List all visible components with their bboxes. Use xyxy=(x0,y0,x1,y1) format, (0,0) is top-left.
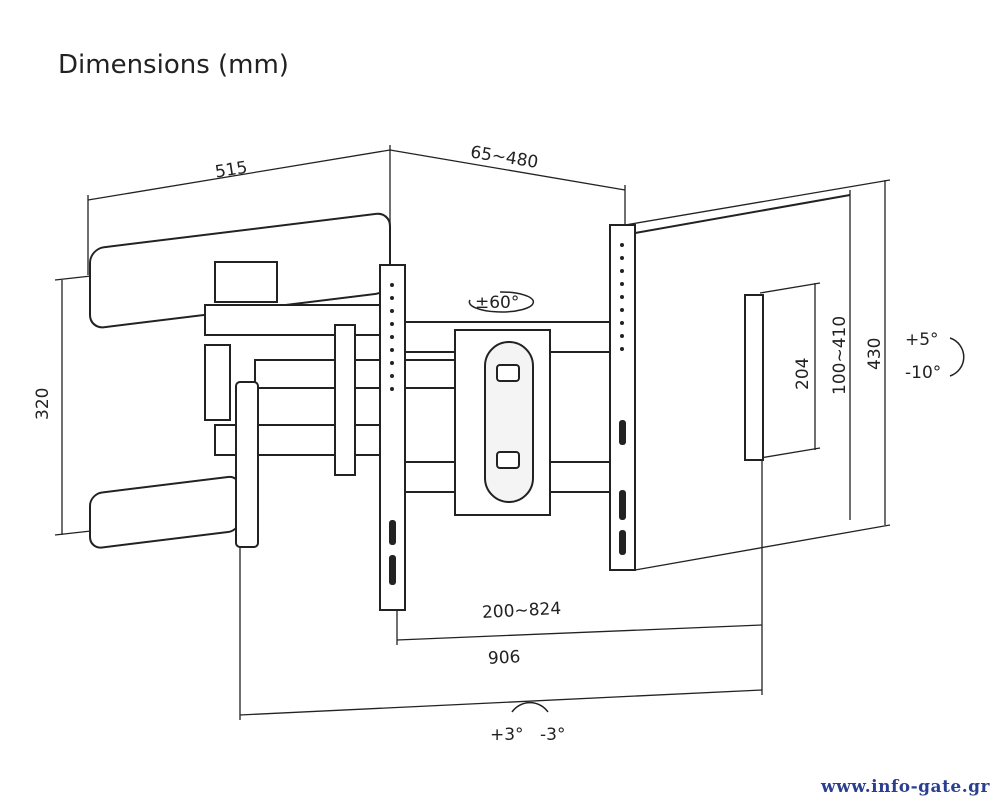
label-200-824: 200~824 xyxy=(482,599,562,623)
swivel-arrow-icon xyxy=(468,291,535,313)
label-320: 320 xyxy=(33,388,53,420)
arm-mount-block xyxy=(214,261,278,303)
label-level-plus: +3° xyxy=(490,725,524,745)
front-bar xyxy=(235,381,259,548)
label-515: 515 xyxy=(214,158,249,183)
tv-side-plate xyxy=(744,294,764,461)
label-204: 204 xyxy=(793,358,813,390)
label-906: 906 xyxy=(487,647,520,669)
label-level-minus: -3° xyxy=(540,725,565,745)
dim-line-515 xyxy=(87,149,391,201)
dim-line-906 xyxy=(239,689,763,716)
label-tilt-down: -10° xyxy=(905,363,941,383)
label-swivel: ±60° xyxy=(475,293,519,313)
dim-line-65-480 xyxy=(389,149,626,191)
level-arrow-icon xyxy=(511,701,549,713)
label-430: 430 xyxy=(865,338,885,370)
label-65-480: 65~480 xyxy=(469,142,540,172)
arm-upper xyxy=(204,304,381,336)
dim-line-200-824 xyxy=(396,624,763,641)
watermark-text: www.info-gate.gr xyxy=(821,777,990,797)
label-100-410: 100~410 xyxy=(830,316,850,395)
tilt-arrow-icon xyxy=(949,337,965,377)
arm-middle xyxy=(254,359,476,389)
wall-rail-bottom xyxy=(89,475,241,549)
label-tilt-up: +5° xyxy=(905,330,939,350)
diagram-title: Dimensions (mm) xyxy=(58,50,289,80)
